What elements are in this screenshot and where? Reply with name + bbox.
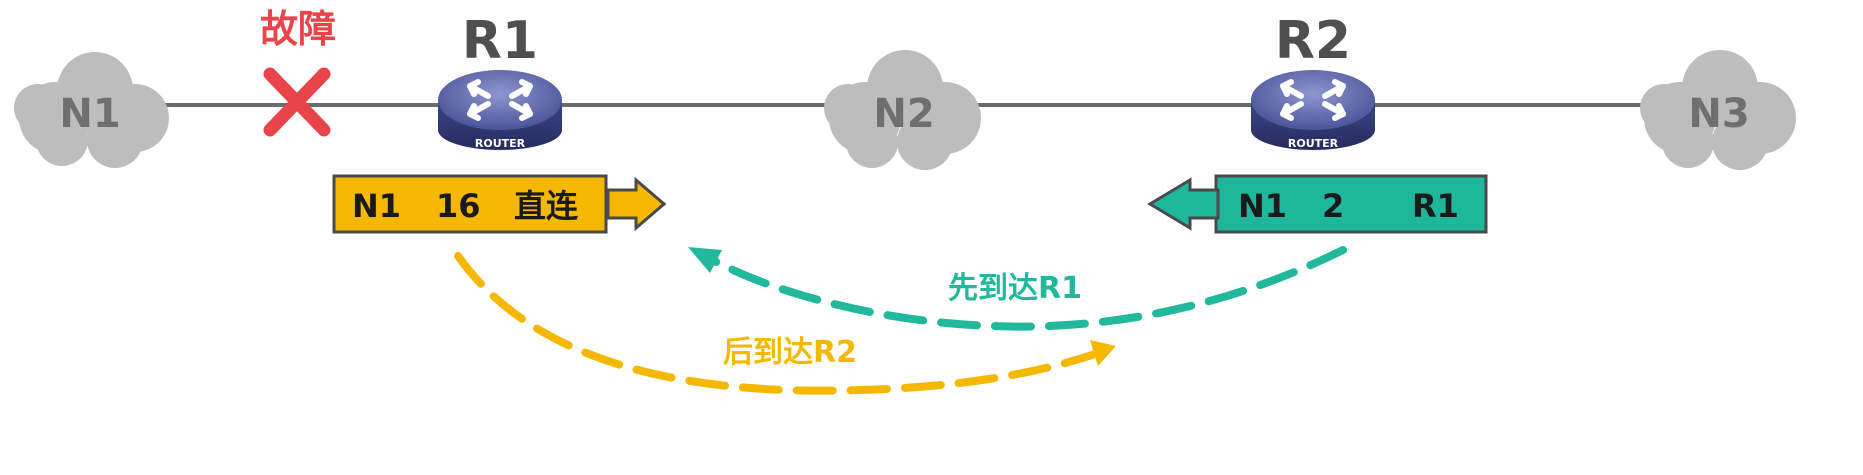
router-arrows-icon [467, 79, 533, 121]
router-arrows-icon [1280, 79, 1346, 121]
arrowhead-icon [688, 247, 722, 273]
close-icon [263, 67, 331, 137]
update-r1-metric: 16 [436, 187, 481, 225]
arrival-first-label: 先到达R1 [948, 271, 1082, 306]
update-r2-metric: 2 [1322, 187, 1344, 225]
cloud-n2: N2 [824, 50, 981, 170]
update-box-r2: N1 2 R1 [1147, 174, 1488, 234]
arrival-arc-first: 先到达R1 [688, 246, 1347, 331]
arrow-right-icon [606, 176, 667, 232]
arrival-later-label: 后到达R2 [723, 335, 857, 370]
router-r2-title: R2 [1275, 11, 1351, 71]
cloud-n1: N1 [14, 52, 169, 168]
arrow-left-icon [1147, 177, 1220, 231]
cloud-n2-label: N2 [873, 91, 934, 137]
update-r1-next-hop: 直连 [514, 187, 578, 225]
arrival-arc-later: 后到达R2 [454, 252, 1116, 395]
cloud-n3: N3 [1640, 50, 1796, 170]
cloud-n3-label: N3 [1688, 91, 1749, 137]
router-r1-title: R1 [462, 11, 538, 71]
update-r1-network: N1 [352, 187, 401, 225]
update-box-r1: N1 16 直连 [332, 174, 667, 234]
router-r2: R2 ROUTER [1251, 11, 1375, 150]
router-r1-caption: ROUTER [475, 137, 526, 150]
router-r2-caption: ROUTER [1288, 137, 1339, 150]
fault-marker: 故障 [260, 7, 336, 137]
update-r2-network: N1 [1238, 187, 1287, 225]
cloud-n1-label: N1 [59, 91, 120, 137]
router-r1: R1 ROUTER [438, 11, 562, 150]
update-r2-next-hop: R1 [1412, 187, 1459, 225]
arrowhead-icon [1090, 340, 1116, 366]
fault-label: 故障 [260, 7, 336, 51]
